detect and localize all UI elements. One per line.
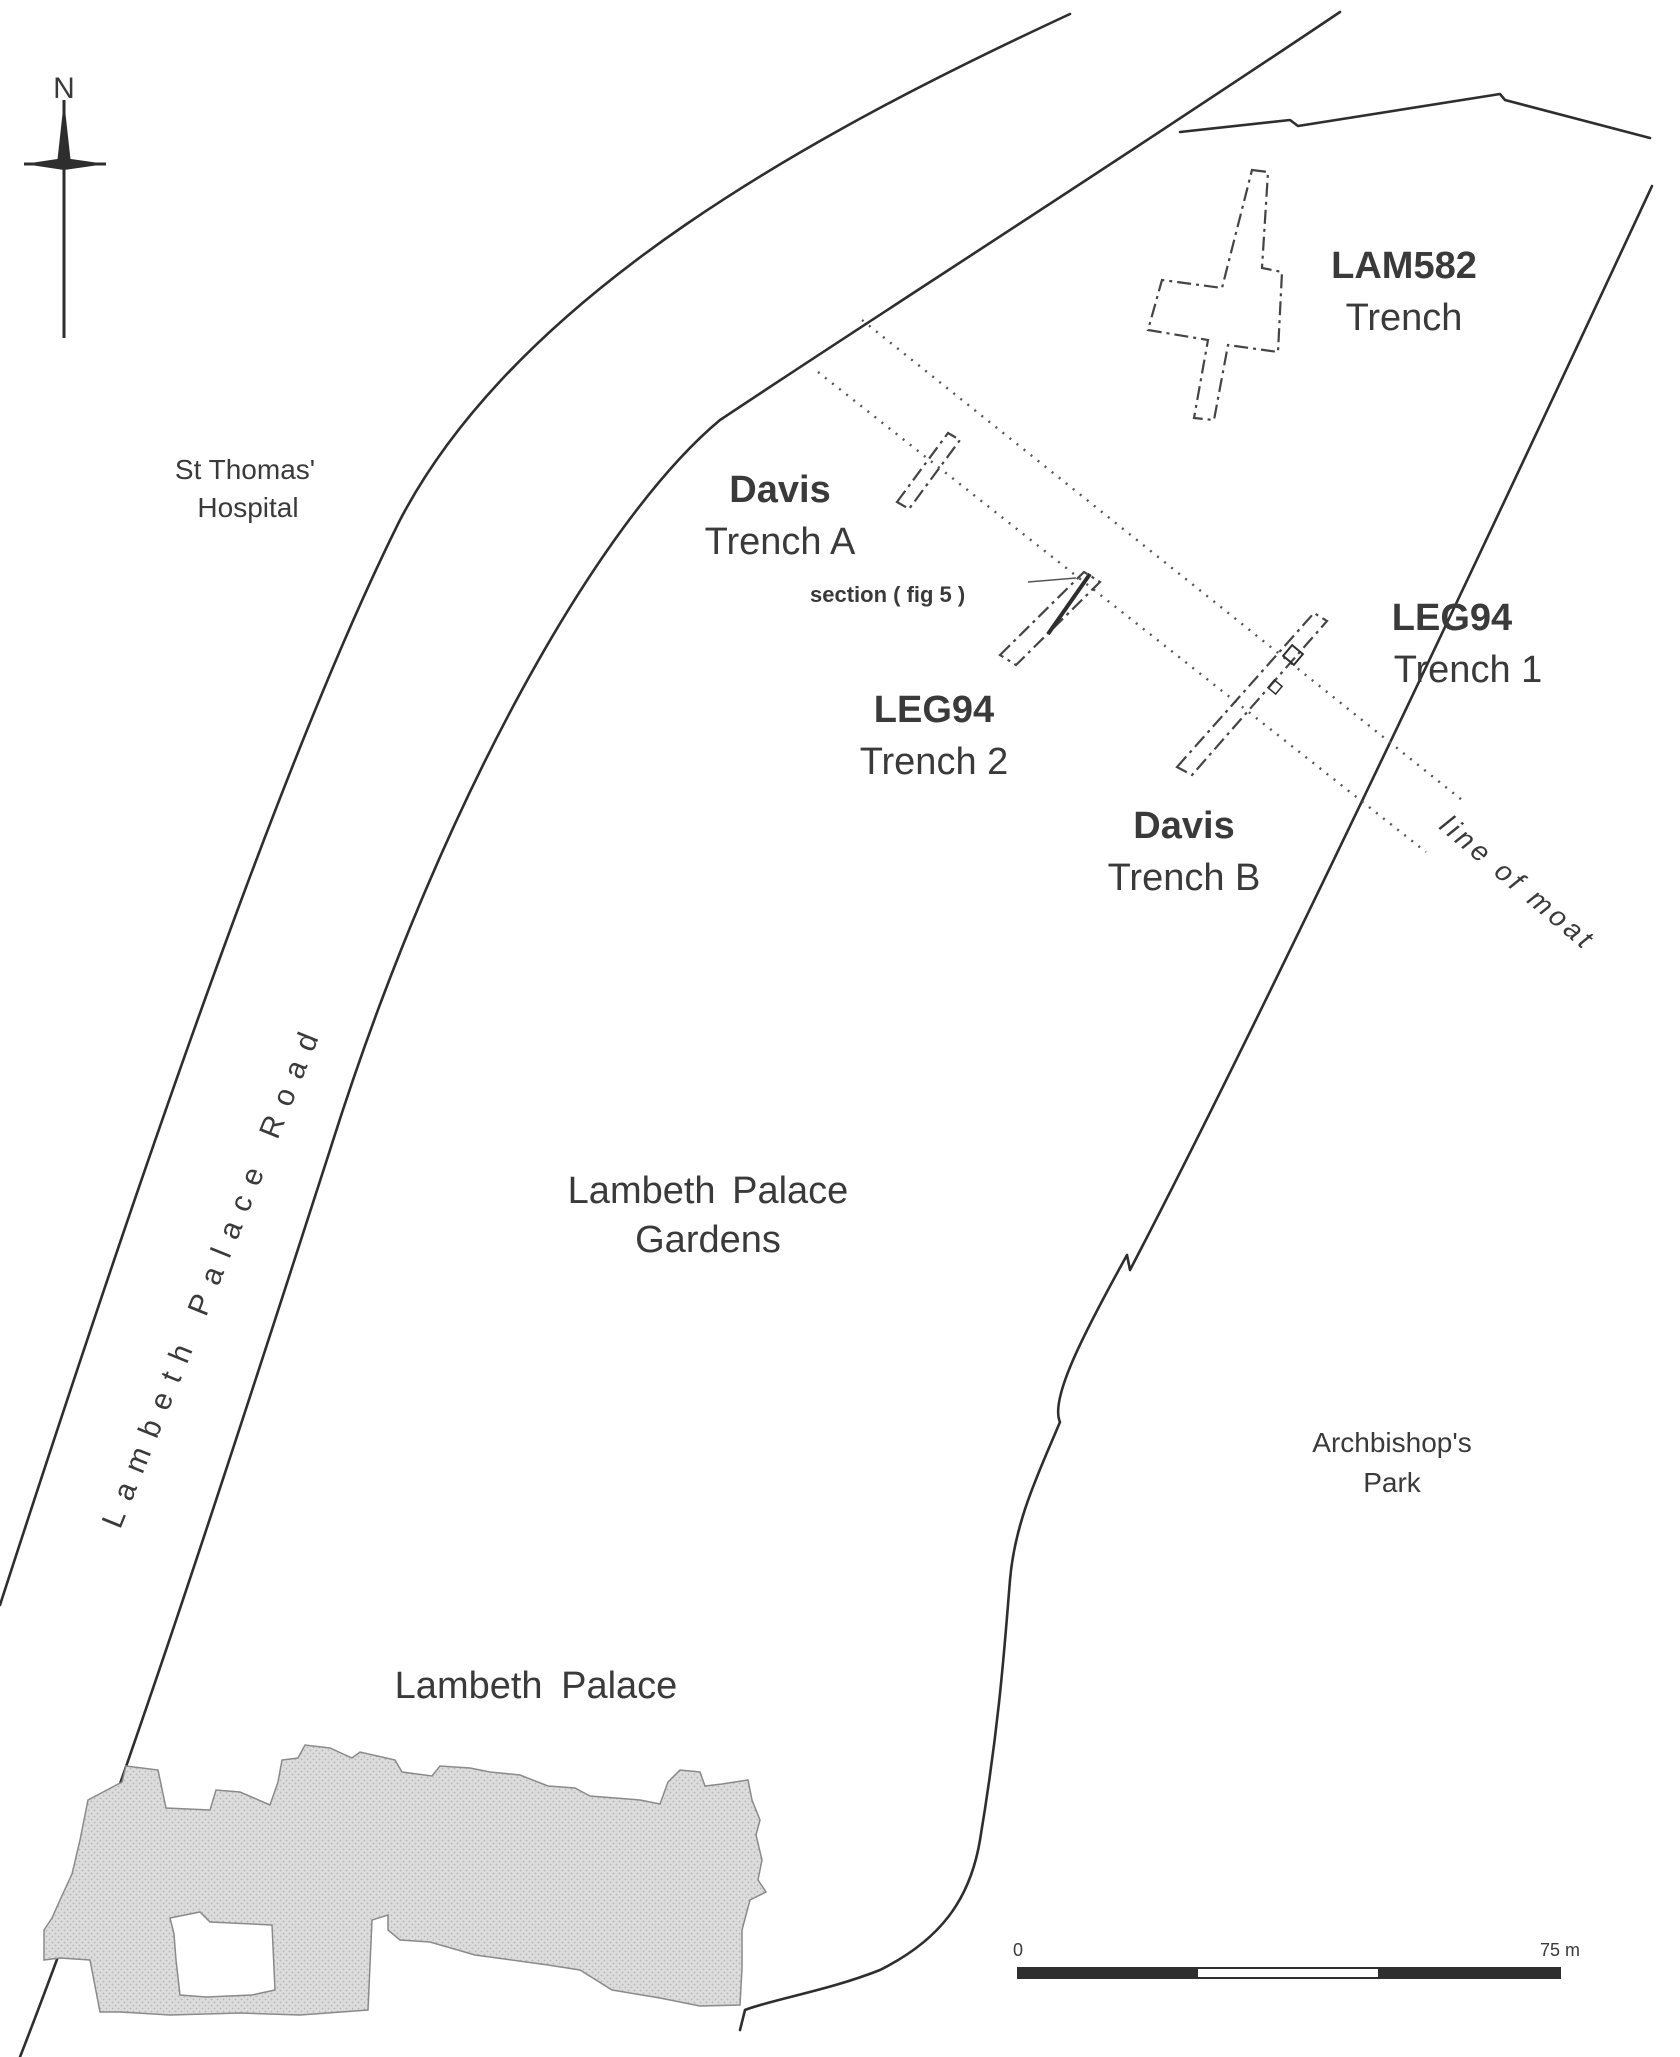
gardens-label-line2: Gardens xyxy=(635,1219,781,1261)
davis-a-code-label: Davis xyxy=(729,469,830,511)
lam582-name-label: Trench xyxy=(1346,297,1463,339)
lam582-code-label: LAM582 xyxy=(1331,245,1477,287)
section-leader xyxy=(1027,577,1077,583)
lambeth-palace-building xyxy=(43,1744,768,2016)
scale-bar xyxy=(1017,1967,1561,1979)
north-arrow-icon xyxy=(24,100,106,338)
lam582-trench-outline xyxy=(1146,168,1284,422)
gardens-label-line1: Lambeth Palace xyxy=(568,1170,849,1212)
site-north-boundary xyxy=(1178,92,1652,140)
palace-label: Lambeth Palace xyxy=(395,1665,678,1707)
park-label-line2: Park xyxy=(1363,1467,1422,1498)
park-label-line1: Archbishop's xyxy=(1312,1427,1471,1458)
scale-bar-end-label: 75 m xyxy=(1540,1940,1580,1960)
st-thomas-label-line2: Hospital xyxy=(197,492,298,523)
leg94-t1-code-label: LEG94 xyxy=(1392,597,1512,639)
davis-a-name-label: Trench A xyxy=(705,521,856,563)
trench-junction-marker xyxy=(1266,643,1305,696)
road-east-edge xyxy=(18,10,1342,2057)
davis-trench-a-outline xyxy=(895,431,962,511)
leg94-t2-code-label: LEG94 xyxy=(874,689,994,731)
moat-line-north xyxy=(861,319,1463,801)
leg94-t2-name-label: Trench 2 xyxy=(860,741,1009,783)
moat-annotation: line of moat xyxy=(1434,809,1602,957)
leg94-trench-1-davis-b-outline xyxy=(1175,611,1329,777)
davis-b-code-label: Davis xyxy=(1133,805,1234,847)
park-boundary xyxy=(738,184,1654,2032)
moat-line-south xyxy=(817,371,1427,853)
road-west-edge xyxy=(0,12,1072,1607)
section-marker xyxy=(1046,572,1092,636)
leg94-trench-2-outline xyxy=(998,570,1102,667)
section-annotation: section ( fig 5 ) xyxy=(810,582,965,607)
davis-b-name-label: Trench B xyxy=(1108,857,1261,899)
leg94-t1-name-label: Trench 1 xyxy=(1394,649,1543,691)
palace-courtyard xyxy=(169,1911,276,1998)
st-thomas-label-line1: St Thomas' xyxy=(175,454,315,485)
road-label: Lambeth Palace Road xyxy=(96,1016,330,1533)
scale-bar-start-label: 0 xyxy=(1013,1940,1023,1960)
north-label: N xyxy=(53,72,75,105)
